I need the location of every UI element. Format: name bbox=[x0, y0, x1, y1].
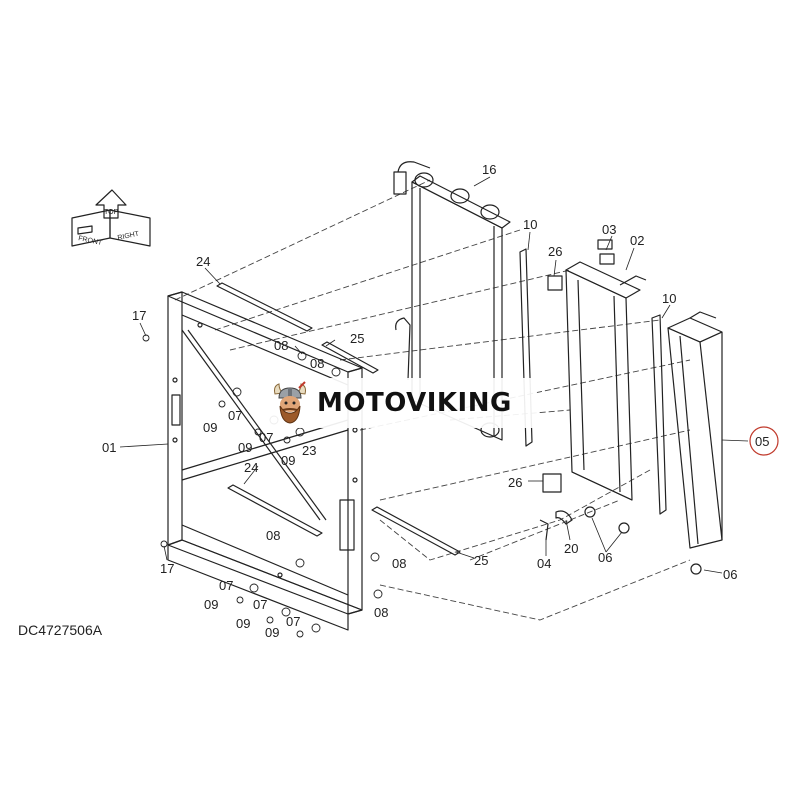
callout-08: 08 bbox=[310, 356, 324, 371]
callout-08: 08 bbox=[374, 605, 388, 620]
callout-26: 26 bbox=[508, 475, 522, 490]
drawing-code: DC4727506A bbox=[18, 622, 103, 638]
watermark-brand-text: MOTOVIKING bbox=[317, 388, 512, 418]
callout-07: 07 bbox=[259, 430, 273, 445]
highlight-circle-05 bbox=[749, 426, 779, 456]
callout-07: 07 bbox=[286, 614, 300, 629]
orientation-label-right: RIGHT bbox=[117, 230, 140, 242]
callout-20: 20 bbox=[564, 541, 578, 556]
callout-06: 06 bbox=[598, 550, 612, 565]
callout-09: 09 bbox=[265, 625, 279, 640]
callout-17: 17 bbox=[132, 308, 146, 323]
callout-10: 10 bbox=[523, 217, 537, 232]
callout-02: 02 bbox=[630, 233, 644, 248]
bolt-part-04 bbox=[539, 519, 549, 541]
radiator-part-02 bbox=[547, 239, 647, 534]
callout-09: 09 bbox=[238, 440, 252, 455]
seal-strip-25-lower bbox=[371, 506, 461, 556]
callout-08: 08 bbox=[392, 556, 406, 571]
clamp-part-20 bbox=[555, 510, 573, 525]
sponge-strip-10-right bbox=[651, 314, 667, 515]
callout-05: 05 bbox=[755, 434, 769, 449]
callout-24: 24 bbox=[196, 254, 210, 269]
seal-strip-24-lower bbox=[227, 484, 323, 537]
callout-07: 07 bbox=[253, 597, 267, 612]
callout-23: 23 bbox=[302, 443, 316, 458]
callout-08: 08 bbox=[266, 528, 280, 543]
callout-10: 10 bbox=[662, 291, 676, 306]
callout-25: 25 bbox=[474, 553, 488, 568]
callout-17: 17 bbox=[160, 561, 174, 576]
callout-09: 09 bbox=[281, 453, 295, 468]
callout-25: 25 bbox=[350, 331, 364, 346]
callout-01: 01 bbox=[102, 440, 116, 455]
grommet-part-26-lower bbox=[542, 473, 562, 493]
leader-lines bbox=[119, 176, 749, 574]
callout-07: 07 bbox=[219, 578, 233, 593]
callout-06: 06 bbox=[723, 567, 737, 582]
callout-09: 09 bbox=[203, 420, 217, 435]
callout-08: 08 bbox=[274, 338, 288, 353]
callout-16: 16 bbox=[482, 162, 496, 177]
callout-09: 09 bbox=[204, 597, 218, 612]
orientation-label-top: TOP bbox=[104, 209, 119, 216]
orientation-label-front: FRONT bbox=[78, 235, 104, 247]
seal-strip-24-upper bbox=[216, 282, 313, 332]
orientation-marker bbox=[71, 189, 151, 247]
viking-logo-icon bbox=[274, 381, 306, 424]
callout-07: 07 bbox=[228, 408, 242, 423]
frame-part-01 bbox=[167, 291, 363, 631]
watermark: MOTOVIKING bbox=[263, 378, 537, 428]
intercooler-part-05 bbox=[667, 311, 723, 575]
callout-09: 09 bbox=[236, 616, 250, 631]
callout-labels: 16 10 26 03 02 10 24 17 08 08 25 05 01 0… bbox=[102, 162, 769, 640]
callout-04: 04 bbox=[537, 556, 551, 571]
seal-strip-25-upper bbox=[321, 341, 379, 374]
callout-24: 24 bbox=[244, 460, 258, 475]
callout-03: 03 bbox=[602, 222, 616, 237]
oil-cooler-part-16 bbox=[393, 161, 511, 441]
callout-26: 26 bbox=[548, 244, 562, 259]
